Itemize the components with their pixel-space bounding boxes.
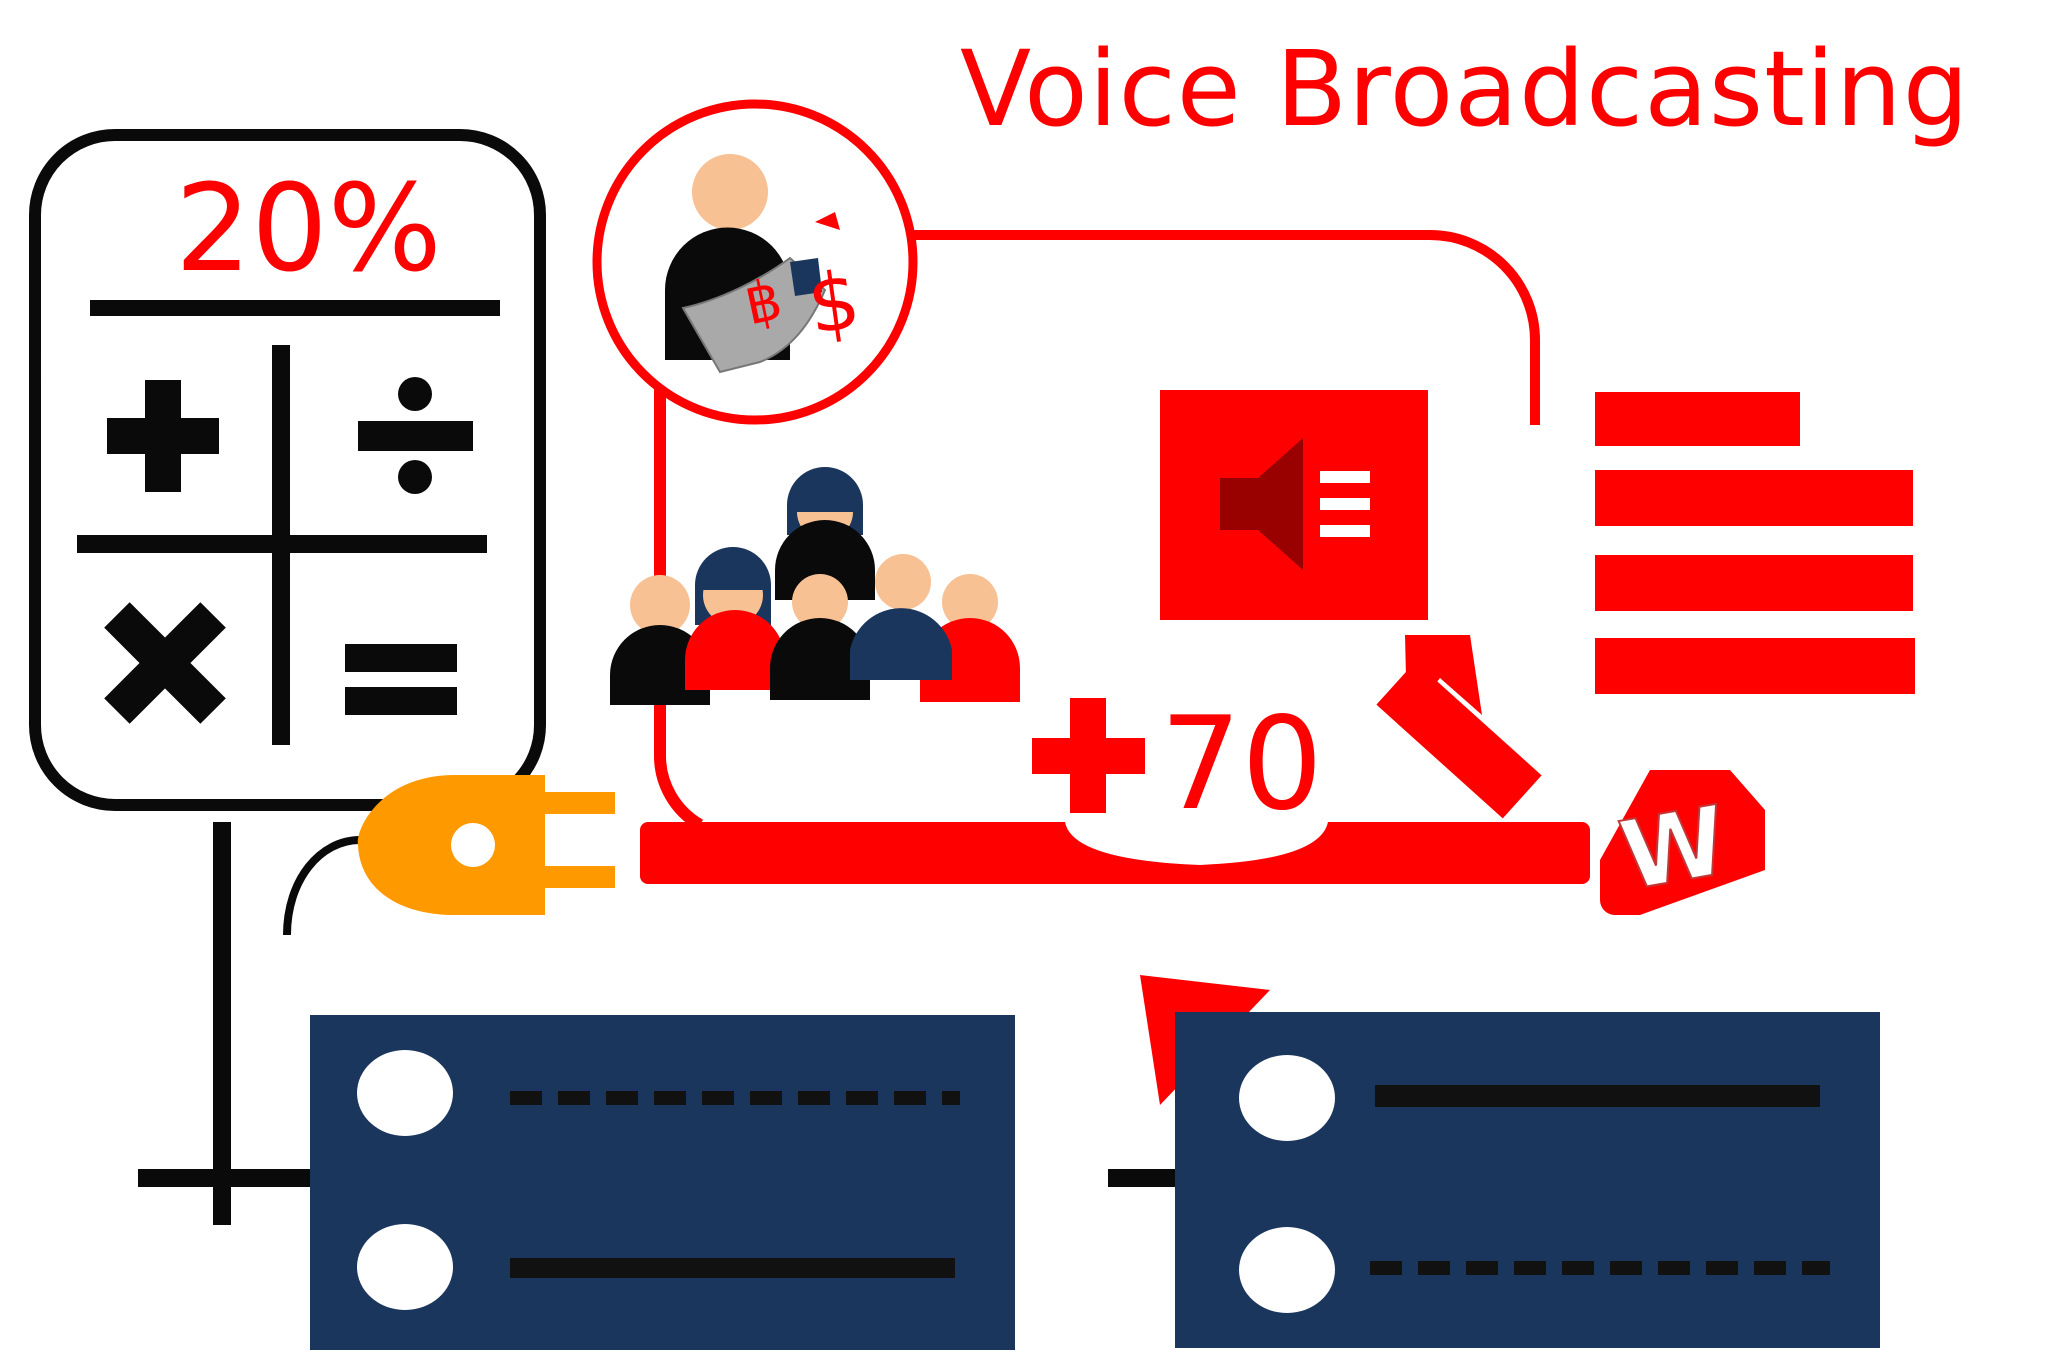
bubble-notch <box>1065 822 1328 865</box>
payment-badge: ฿ $ <box>592 99 918 425</box>
person-back-navy <box>775 467 875 600</box>
server-left-line-2 <box>510 1258 955 1278</box>
speaker-icon <box>1220 438 1303 570</box>
list-bars-icon <box>1595 392 1915 694</box>
speaker-line-3 <box>1320 525 1370 537</box>
server-left-led-2 <box>357 1224 453 1310</box>
server-left-led-1 <box>357 1050 453 1136</box>
multiply-icon <box>104 602 226 724</box>
server-right-led-1 <box>1239 1055 1335 1141</box>
divide-icon <box>358 377 473 494</box>
server-right-led-2 <box>1239 1227 1335 1313</box>
equals-icon <box>345 644 457 715</box>
w-logo: W <box>1600 770 1765 915</box>
percent-underline <box>90 300 500 316</box>
red-connector-left <box>653 385 704 831</box>
payer-hand <box>790 258 822 296</box>
red-connector-top <box>905 230 1540 425</box>
counter-value: 70 <box>1160 690 1323 839</box>
server-rack-left <box>310 1015 1015 1350</box>
speaker-card <box>1160 390 1428 620</box>
page-title: Voice Broadcasting <box>960 28 1970 150</box>
person-red-front <box>685 610 785 690</box>
person-navy-hood <box>695 547 771 625</box>
plus-icon <box>107 380 219 492</box>
money-bill <box>681 256 827 374</box>
plug-icon <box>357 775 615 915</box>
plug-cable <box>283 836 361 936</box>
percent-value: 20% <box>175 160 442 299</box>
plus-icon-red <box>1032 698 1145 813</box>
arrow-up-left-icon <box>1376 635 1542 819</box>
server-right-line-1 <box>1375 1085 1820 1107</box>
person-navy-jacket <box>850 554 952 680</box>
calculator-card <box>29 129 546 811</box>
w-logo-letter: W <box>1613 786 1735 913</box>
speaker-line-2 <box>1320 498 1370 510</box>
person-middle-black <box>770 574 870 700</box>
speaker-line-1 <box>1320 471 1370 483</box>
coin-flash <box>815 212 840 230</box>
counter-bar <box>640 698 1590 884</box>
calculator-divider-horizontal <box>77 535 487 553</box>
server-rack-right <box>1175 1012 1880 1348</box>
crowd-group <box>610 467 1020 705</box>
payer-head <box>692 154 768 230</box>
